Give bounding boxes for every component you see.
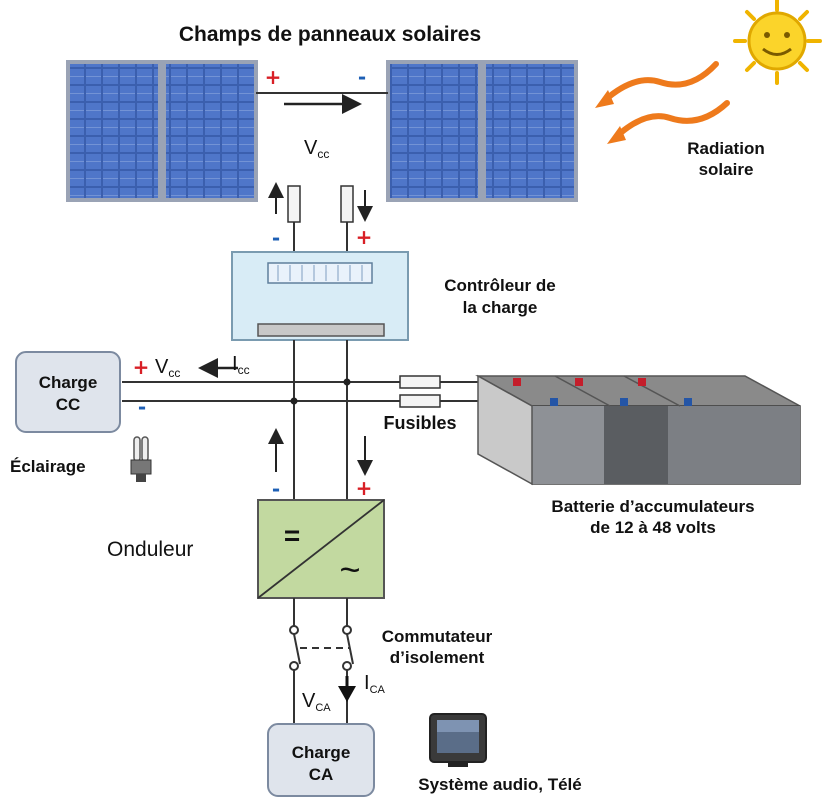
switch-label-line2: d’isolement <box>390 648 485 667</box>
fuses-label: Fusibles <box>383 413 456 433</box>
inverter-dc-symbol: = <box>284 520 300 551</box>
controller-label-line2: la charge <box>463 298 538 317</box>
ac-current-label: ICA <box>364 672 386 696</box>
panel-fuse-right <box>340 185 354 223</box>
battery-fuse-top <box>399 375 441 389</box>
controller-label-line1: Contrôleur de <box>444 276 555 295</box>
inverter-ac-symbol: ~ <box>339 549 360 590</box>
solar-panel-4 <box>482 60 578 202</box>
dc-load-minus-sign: - <box>138 395 146 419</box>
battery-label-line2: de 12 à 48 volts <box>590 518 716 537</box>
diagram-title: Champs de panneaux solaires <box>179 23 481 46</box>
dc-load-current-label: Icc <box>232 353 250 377</box>
dc-voltage-label: Vcc <box>304 137 329 161</box>
battery-fuse-bottom <box>399 394 441 408</box>
switch-label-line1: Commutateur <box>382 627 493 646</box>
inverter-plus-sign: + <box>356 476 373 500</box>
ac-voltage-label: VCA <box>302 690 331 714</box>
ac-load-label-line1: Charge <box>292 743 351 762</box>
television-icon <box>429 713 487 767</box>
inverter-minus-sign: - <box>272 477 280 501</box>
controller-plus-sign: + <box>356 225 373 249</box>
dc-load-box <box>15 351 121 433</box>
appliances-label: Système audio, Télé <box>418 775 581 794</box>
dc-load-voltage-label: Vcc <box>155 356 180 380</box>
radiation-label-line1: Radiation <box>687 139 764 158</box>
solar-panel-1 <box>66 60 162 202</box>
ac-current-arrow <box>338 686 356 702</box>
battery-label-line1: Batterie d’accumulateurs <box>551 497 754 516</box>
light-bulb-icon <box>130 436 152 482</box>
solar-panel-array <box>66 60 578 202</box>
ac-load-label-line2: CA <box>309 765 334 784</box>
battery-bank <box>475 374 801 486</box>
isolation-switch <box>289 625 354 671</box>
charge-controller <box>231 251 409 341</box>
ac-load-box <box>267 723 375 797</box>
inverter-label: Onduleur <box>107 538 193 561</box>
panel-plus-sign: + <box>265 65 282 89</box>
inverter-box <box>257 499 385 599</box>
controller-minus-sign: - <box>272 226 280 250</box>
panel-minus-sign: - <box>358 65 366 89</box>
dc-load-label-line1: Charge <box>39 373 98 392</box>
solar-radiation-arrows <box>602 61 730 139</box>
solar-panel-3 <box>386 60 482 202</box>
sun-icon <box>733 0 822 85</box>
panel-fuse-left <box>287 185 301 223</box>
dc-load-plus-sign: + <box>133 355 150 379</box>
solar-panel-2 <box>162 60 258 202</box>
radiation-label-line2: solaire <box>699 160 754 179</box>
dc-load-label-line2: CC <box>56 395 81 414</box>
lighting-label: Éclairage <box>10 457 86 476</box>
